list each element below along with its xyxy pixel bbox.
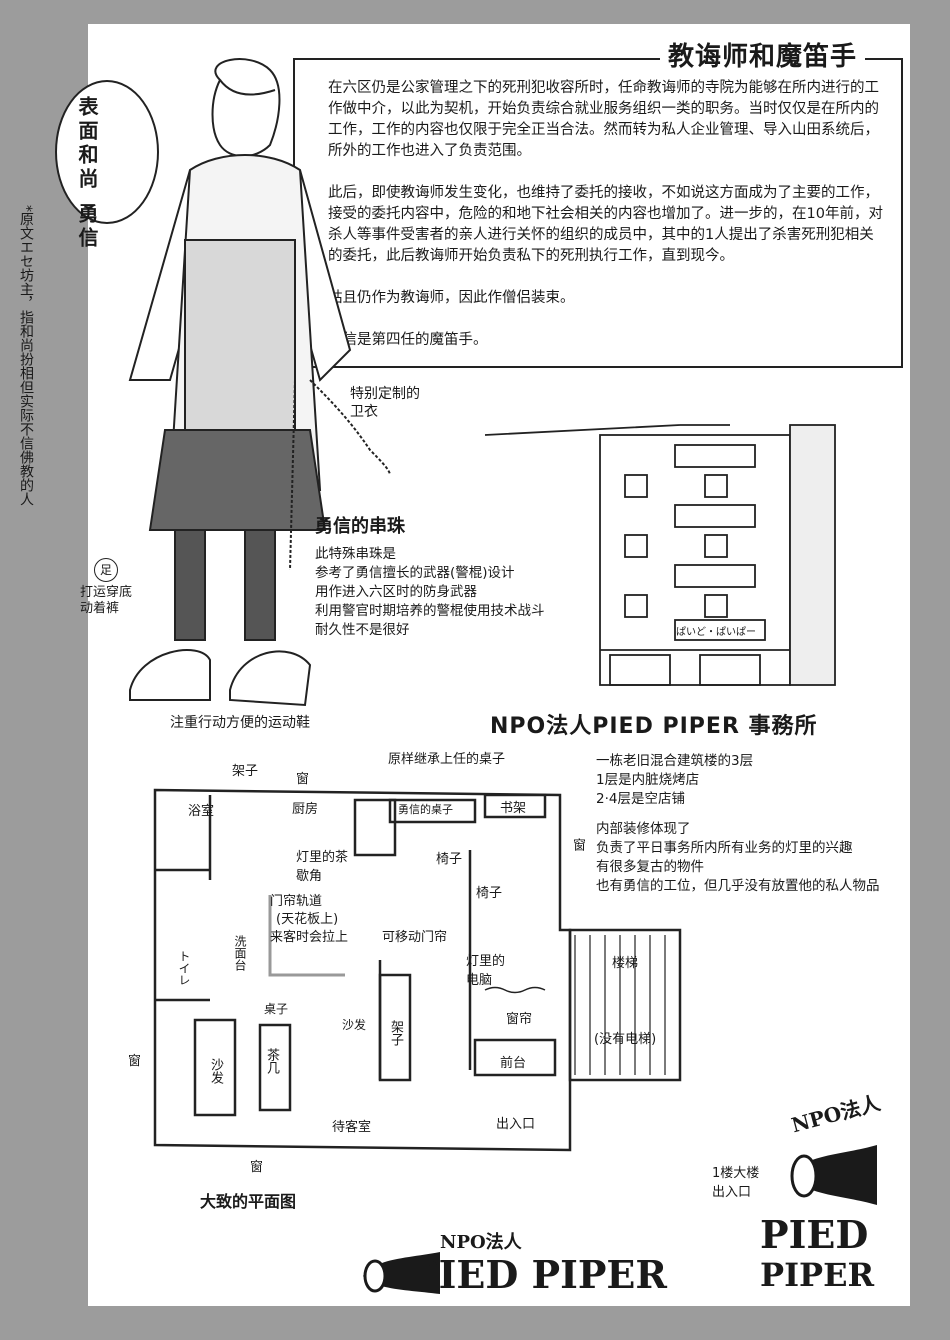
- logo-npo-small-bottom: NPO法人: [440, 1232, 522, 1253]
- label-reception: 前台: [500, 1056, 527, 1071]
- story-paragraph: 姑且仍作为教诲师，因此作僧侣装束。: [328, 290, 575, 306]
- info-line: 也有勇信的工位，但几乎没有放置他的私人物品: [596, 878, 880, 894]
- label-chair1: 椅子: [436, 852, 463, 867]
- shoes-annotation: 注重行动方便的运动鞋: [170, 715, 310, 731]
- foot-mark: 足: [94, 558, 118, 582]
- label-toilet: トイレ: [177, 950, 191, 986]
- label-sofa-right: 沙发: [342, 1018, 367, 1032]
- beads-line: 用作进入六区时的防身武器: [315, 584, 477, 600]
- character-illustration: [128, 58, 391, 707]
- label-bath: 浴室: [188, 804, 215, 819]
- label-window-right: 窗: [570, 838, 585, 851]
- label-window-left: 窗: [128, 1054, 142, 1069]
- info-line: 有很多复古的物件: [596, 859, 704, 875]
- office-info: 一栋老旧混合建筑楼的3层 1层是内脏烧烤店 2·4层是空店铺 内部装修体现了 负…: [596, 752, 880, 907]
- foot-annotation: 打运穿底动着裤: [80, 585, 133, 616]
- label-akari-pc: 灯里的电脑: [466, 954, 506, 988]
- label-yushin-desk: 勇信的桌子: [398, 803, 453, 816]
- label-stairs: 楼梯: [612, 956, 639, 971]
- logo-pied-right: PIED: [760, 1212, 869, 1257]
- logo-piper-right: PIPER: [760, 1256, 875, 1294]
- label-window-top: 窗: [296, 772, 310, 787]
- label-chair2: 椅子: [476, 886, 503, 901]
- label-entrance: 出入口: [496, 1117, 536, 1132]
- story-text: 在六区仍是公家管理之下的死刑犯收容所时，任命教诲师的寺院为能够在所内进行的工作做…: [328, 78, 888, 372]
- label-no-elevator: (没有电梯): [594, 1032, 657, 1047]
- office-info-block: 内部装修体现了 负责了平日事务所内所有业务的灯里的兴趣 有很多复古的物件 也有勇…: [596, 820, 880, 896]
- balloon-text: 表面和尚 勇信: [75, 96, 99, 251]
- label-bookshelf: 书架: [500, 801, 527, 816]
- label-movable-curtain: 可移动门帘: [382, 930, 448, 945]
- label-window-bottom: 窗: [250, 1160, 264, 1175]
- floor-plan-caption: 大致的平面图: [200, 1192, 297, 1211]
- beads-line: 此特殊串珠是: [315, 546, 396, 562]
- info-line: 1层是内脏烧烤店: [596, 772, 700, 788]
- story-paragraph: 在六区仍是公家管理之下的死刑犯收容所时，任命教诲师的寺院为能够在所内进行的工作做…: [328, 80, 879, 159]
- story-paragraph: 勇信是第四任的魔笛手。: [328, 332, 488, 348]
- page-title: 教诲师和魔笛手: [660, 36, 866, 73]
- beads-line: 参考了勇信擅长的武器(警棍)设计: [315, 565, 515, 581]
- label-curtain-rail-note: (天花板上): [276, 912, 339, 927]
- logo-pied-piper-bottom: PIED PIPER: [410, 1252, 667, 1297]
- beads-description: 此特殊串珠是 参考了勇信擅长的武器(警棍)设计 用作进入六区时的防身武器 利用警…: [315, 545, 545, 640]
- building-sign: ぱいど・ぱいぱー: [676, 627, 756, 638]
- label-waiting: 待客室: [332, 1120, 372, 1135]
- label-sofa: 沙发: [208, 1058, 223, 1084]
- office-title: NPO法人PIED PIPER 事務所: [490, 714, 818, 739]
- info-line: 2·4层是空店铺: [596, 791, 685, 807]
- beads-line: 利用警官时期培养的警棍使用技术战斗: [315, 603, 545, 619]
- beads-title: 勇信的串珠: [315, 516, 405, 537]
- label-building-entrance: 1楼大楼出入口: [712, 1166, 760, 1200]
- label-curtain-rail: 门帘轨道: [270, 894, 323, 909]
- label-table: 桌子: [264, 1002, 289, 1016]
- label-kitchen: 厨房: [292, 802, 319, 817]
- side-note: *原文エセ坊主，指和尚扮相但实际不信佛教的人: [18, 205, 34, 506]
- speech-balloon: [55, 80, 159, 224]
- story-paragraph: 此后，即使教诲师发生变化，也维持了委托的接收，不如说这方面成为了主要的工作，接受…: [328, 185, 883, 264]
- office-info-block: 一栋老旧混合建筑楼的3层 1层是内脏烧烤店 2·4层是空店铺: [596, 752, 880, 809]
- pipe-logo-bottom-icon: [363, 1252, 440, 1294]
- floor-plan: [153, 788, 682, 1152]
- label-shelf-mid: 架子: [388, 1020, 403, 1046]
- label-inherited-desk: 原样继承上任的桌子: [388, 752, 506, 767]
- label-curtain: 窗帘: [506, 1012, 533, 1027]
- label-tea-table: 茶几: [264, 1048, 279, 1074]
- pipe-logo-icon: [790, 1145, 877, 1205]
- label-curtain-rail-note2: 来客时会拉上: [270, 930, 349, 945]
- label-washroom: 洗面台: [233, 935, 247, 971]
- label-akari-tea: 灯里的茶歇角: [296, 850, 349, 884]
- info-line: 一栋老旧混合建筑楼的3层: [596, 753, 754, 769]
- coat-annotation: 特别定制的卫衣: [350, 386, 420, 420]
- building-illustration: [484, 424, 836, 686]
- beads-line: 耐久性不是很好: [315, 622, 410, 638]
- info-line: 负责了平日事务所内所有业务的灯里的兴趣: [596, 840, 853, 856]
- info-line: 内部装修体现了: [596, 821, 691, 837]
- label-shelf-top: 架子: [232, 764, 259, 779]
